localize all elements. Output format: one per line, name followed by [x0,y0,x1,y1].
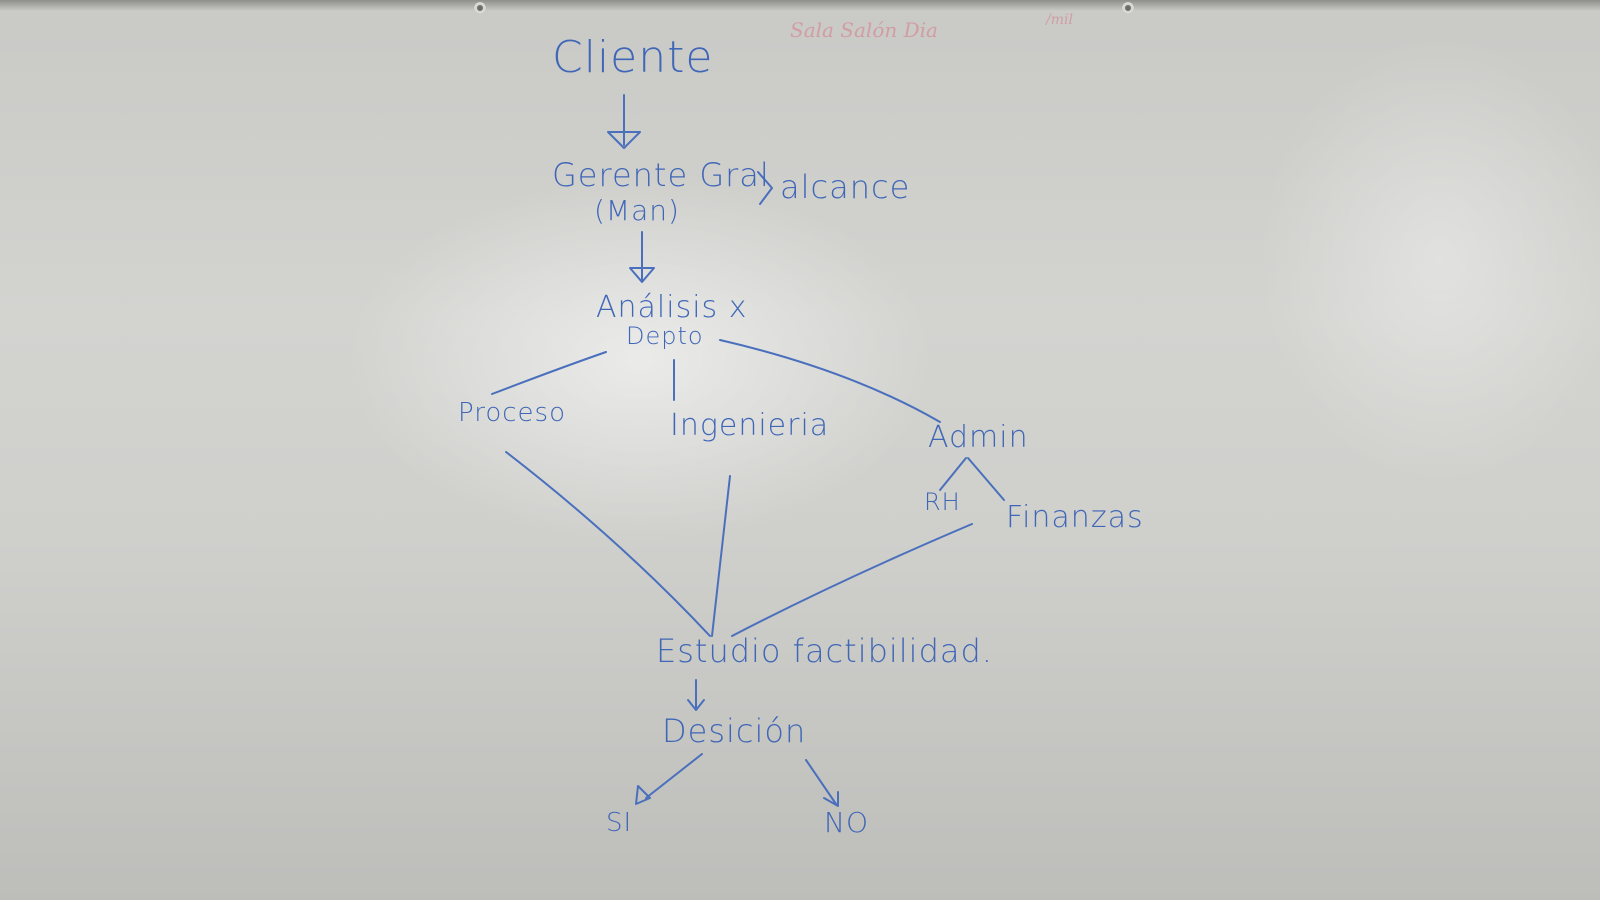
arrow-decision-si [645,753,703,799]
arrowhead-estudio-decision [687,699,705,711]
line-ingenieria-estudio [711,475,731,637]
node-finanzas: Finanzas [1006,500,1144,535]
node-proceso: Proceso [458,398,566,428]
whiteboard-frame [0,0,1600,12]
faint-red-scribble: Sala Salón Dia [790,18,938,42]
node-cliente: Cliente [552,32,714,83]
line-proceso-estudio [505,451,711,637]
line-analisis-admin [719,339,941,423]
node-depto: Depto [626,322,704,350]
frame-screw-right [1122,2,1134,14]
node-ingenieria: Ingenieria [670,408,830,443]
line-analisis-proceso [491,351,607,395]
node-estudio: Estudio factibilidad. [656,632,993,670]
arrowhead-cliente-gerente [607,131,641,149]
node-analisis: Análisis x [596,290,748,325]
node-gerente: Gerente Gral [552,156,770,194]
faint-red-scribble-small: /mil [1046,12,1073,28]
node-si: SI [606,808,633,838]
frame-screw-left [474,2,486,14]
node-gerente-sub: (Man) [594,194,680,227]
arrow-decision-no [805,759,837,805]
line-rh-estudio [731,523,973,637]
line-admin-rh [939,457,967,491]
node-decision: Desición [662,712,807,750]
node-no: NO [824,806,869,839]
alcance-bracket [757,171,773,205]
arrowhead-gerente-analisis [629,267,655,283]
node-admin: Admin [928,420,1029,455]
line-admin-finanzas [967,457,1005,501]
node-alcance: alcance [780,168,911,206]
node-rh: RH [924,488,961,516]
arrowhead-decision-no [823,791,839,807]
arrowhead-decision-si [635,785,651,805]
